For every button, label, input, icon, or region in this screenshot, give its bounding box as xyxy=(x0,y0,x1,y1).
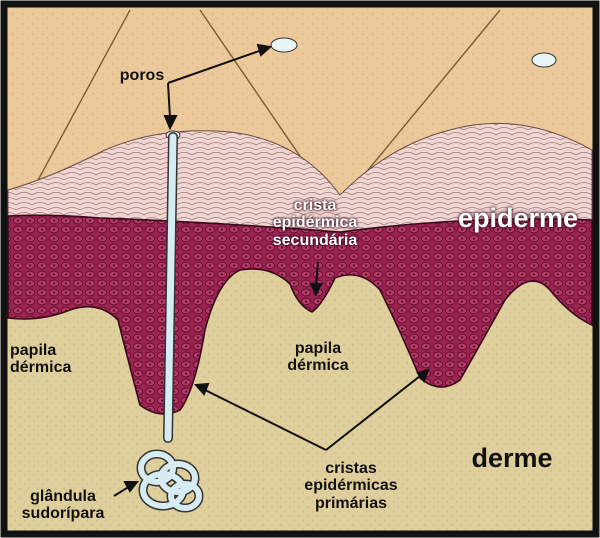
label-line: sudorípara xyxy=(8,505,118,522)
label-line: cristas xyxy=(286,460,416,477)
sweat-duct xyxy=(168,137,173,438)
label-line: glândula xyxy=(8,488,118,505)
label-line: papila xyxy=(272,340,364,357)
label-line: dérmica xyxy=(272,357,364,374)
label-sweat-gland: glândula sudorípara xyxy=(8,488,118,523)
label-dermis: derme xyxy=(452,444,572,473)
label-line: epidérmica xyxy=(250,214,380,231)
label-line: secundária xyxy=(250,232,380,249)
pore-icon xyxy=(532,53,556,67)
label-dermis-text: derme xyxy=(452,444,572,473)
label-secondary-ridge: crista epidérmica secundária xyxy=(250,197,380,249)
label-line: crista xyxy=(250,197,380,214)
label-line: epidérmicas xyxy=(286,477,416,494)
label-pores-text: poros xyxy=(106,67,178,84)
label-papilla-center: papila dérmica xyxy=(272,340,364,375)
label-line: primárias xyxy=(286,495,416,512)
label-epidermis-text: epiderme xyxy=(448,204,588,233)
label-line: dérmica xyxy=(10,359,90,376)
label-papilla-left: papila dérmica xyxy=(10,342,90,377)
label-line: papila xyxy=(10,342,90,359)
label-pores: poros xyxy=(106,67,178,84)
label-primary-ridges: cristas epidérmicas primárias xyxy=(286,460,416,512)
pore-icon xyxy=(271,38,297,52)
label-epidermis: epiderme xyxy=(448,204,588,233)
